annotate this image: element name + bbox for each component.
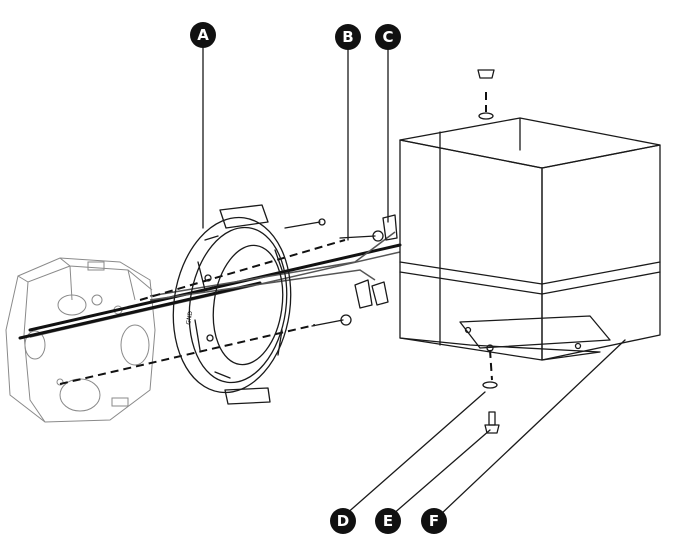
wire-nuts — [354, 214, 398, 309]
callout-B: B — [335, 24, 361, 50]
callout-E: E — [375, 508, 401, 534]
leader-lines — [202, 47, 626, 516]
callout-C: C — [375, 24, 401, 50]
callout-C-label: C — [382, 28, 393, 46]
bracket-gnd-mark: GND — [185, 310, 194, 325]
callout-E-label: E — [383, 512, 393, 530]
bottom-washer-and-screw — [482, 381, 500, 434]
callout-F: F — [421, 508, 447, 534]
callout-A-label: A — [197, 26, 209, 44]
supply-wires — [18, 231, 402, 340]
alignment-lines — [59, 92, 493, 385]
mounting-screws — [284, 218, 384, 327]
callout-D-label: D — [337, 512, 349, 530]
cube-fixture — [399, 117, 661, 361]
top-set-screw — [477, 69, 495, 120]
junction-box — [5, 257, 156, 423]
callout-B-label: B — [342, 28, 353, 46]
callout-A: A — [190, 22, 216, 48]
mounting-bracket: GND — [172, 204, 292, 405]
callout-F-label: F — [429, 512, 439, 530]
callout-D: D — [330, 508, 356, 534]
